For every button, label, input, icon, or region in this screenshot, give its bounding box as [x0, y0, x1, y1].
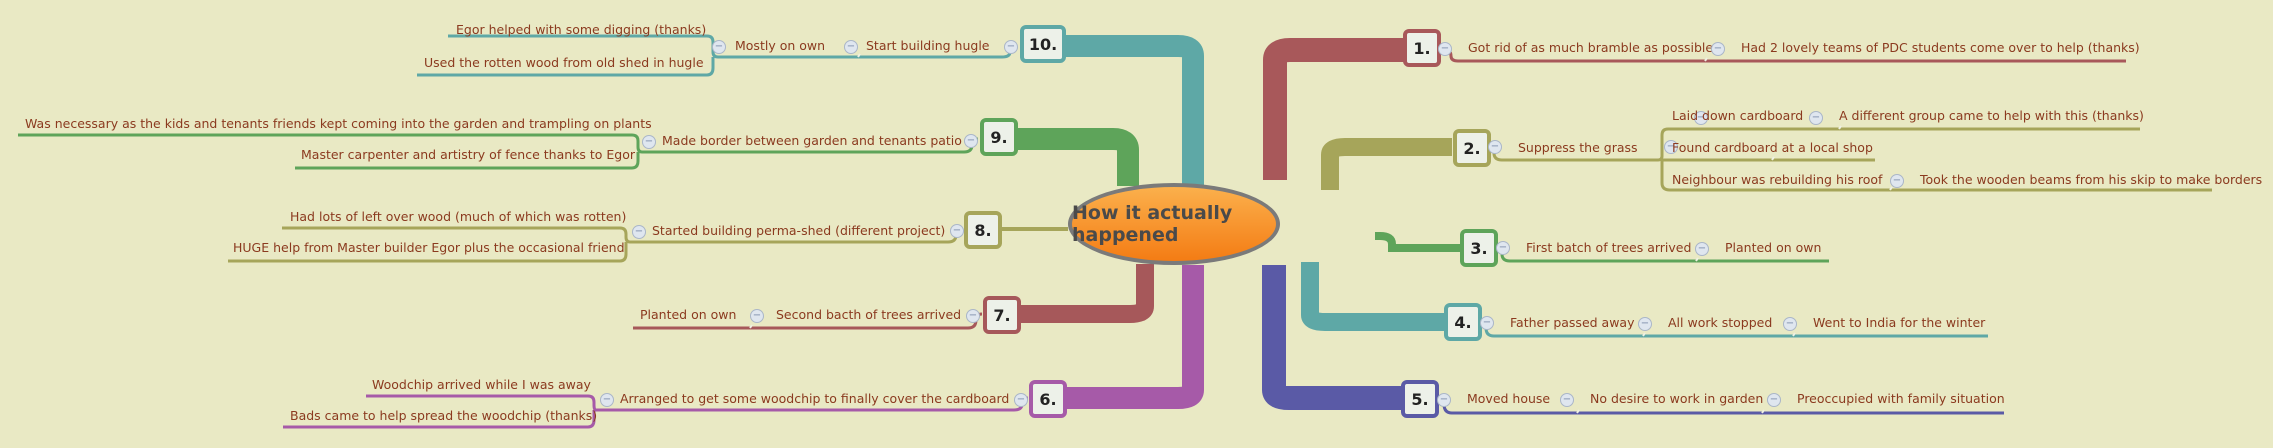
- trunk-2: [1321, 138, 1452, 190]
- branch-8-child-1[interactable]: Had lots of left over wood (much of whic…: [290, 209, 627, 224]
- branch-10-number[interactable]: 10.: [1020, 25, 1066, 63]
- trunk-1: [1263, 38, 1405, 180]
- minus-circle-icon[interactable]: −: [1783, 317, 1797, 331]
- branch-7-item-1[interactable]: Second bacth of trees arrived: [776, 307, 962, 322]
- bracket-b9: [18, 133, 643, 170]
- minus-circle-icon[interactable]: −: [1664, 140, 1678, 154]
- branch-2-child-3-sub[interactable]: Took the wooden beams from his skip to m…: [1920, 172, 2263, 187]
- trunk-4: [1301, 262, 1446, 331]
- minus-circle-icon[interactable]: −: [1004, 40, 1018, 54]
- branch-3-item-2[interactable]: Planted on own: [1725, 240, 1822, 255]
- minus-circle-icon[interactable]: −: [1480, 316, 1494, 330]
- branch-5-item-1[interactable]: Moved house: [1467, 391, 1551, 406]
- branch-5-number[interactable]: 5.: [1401, 380, 1439, 418]
- branch-10-item-2[interactable]: Mostly on own: [735, 38, 826, 53]
- branch-4-item-1[interactable]: Father passed away: [1510, 315, 1635, 330]
- minus-circle-icon[interactable]: −: [1638, 317, 1652, 331]
- branch-2-child-1[interactable]: Laid down cardboard: [1672, 108, 1804, 123]
- minus-circle-icon[interactable]: −: [712, 40, 726, 54]
- trunk-5: [1262, 265, 1402, 410]
- minus-circle-icon[interactable]: −: [632, 225, 646, 239]
- branch-4-item-3[interactable]: Went to India for the winter: [1813, 315, 1986, 330]
- branch-6-child-1[interactable]: Woodchip arrived while I was away: [372, 377, 591, 392]
- minus-circle-icon[interactable]: −: [1711, 42, 1725, 56]
- branch-2-number[interactable]: 2.: [1453, 129, 1491, 167]
- bracket-b8: [228, 226, 631, 263]
- branch-2-child-2[interactable]: Found cardboard at a local shop: [1672, 140, 1873, 155]
- minus-circle-icon[interactable]: −: [1695, 242, 1709, 256]
- branch-9-number[interactable]: 9.: [980, 118, 1018, 156]
- minus-circle-icon[interactable]: −: [966, 309, 980, 323]
- minus-circle-icon[interactable]: −: [750, 309, 764, 323]
- chain-markers: [749, 53, 1893, 414]
- branch-10-child-1[interactable]: Egor helped with some digging (thanks): [456, 22, 707, 37]
- branch-4-item-2[interactable]: All work stopped: [1668, 315, 1773, 330]
- branch-2-child-1-sub[interactable]: A different group came to help with this…: [1839, 108, 2144, 123]
- minus-circle-icon[interactable]: −: [1437, 393, 1451, 407]
- branch-1-item-1[interactable]: Got rid of as much bramble as possible: [1468, 40, 1714, 55]
- branch-3-item-1[interactable]: First batch of trees arrived: [1526, 240, 1692, 255]
- minus-circle-icon[interactable]: −: [1767, 393, 1781, 407]
- branch-6-child-2[interactable]: Bads came to help spread the woodchip (t…: [290, 408, 598, 423]
- branch-8-main[interactable]: Started building perma-shed (different p…: [652, 223, 946, 238]
- branch-5-item-3[interactable]: Preoccupied with family situation: [1797, 391, 2005, 406]
- trunk-10: [1053, 35, 1204, 185]
- minus-circle-icon[interactable]: −: [1438, 42, 1452, 56]
- minus-circle-icon[interactable]: −: [964, 134, 978, 148]
- trunk-9: [1015, 128, 1139, 186]
- minus-circle-icon[interactable]: −: [844, 40, 858, 54]
- branch-3-number[interactable]: 3.: [1460, 229, 1498, 267]
- central-topic[interactable]: How it actually happened: [1068, 183, 1280, 265]
- branch-4-number[interactable]: 4.: [1444, 303, 1482, 341]
- minus-circle-icon[interactable]: −: [600, 393, 614, 407]
- minus-circle-icon[interactable]: −: [1014, 393, 1028, 407]
- branch-2-main[interactable]: Suppress the grass: [1518, 140, 1638, 155]
- branch-1-item-2[interactable]: Had 2 lovely teams of PDC students come …: [1741, 40, 2140, 55]
- trunk-6: [1033, 265, 1204, 409]
- minus-circle-icon[interactable]: −: [950, 224, 964, 238]
- trunk-7: [1015, 264, 1154, 323]
- minus-circle-icon[interactable]: −: [1488, 140, 1502, 154]
- minus-circle-icon[interactable]: −: [1890, 174, 1904, 188]
- central-topic-title: How it actually happened: [1072, 202, 1233, 246]
- branch-8-child-2[interactable]: HUGE help from Master builder Egor plus …: [233, 240, 625, 255]
- branch-1-number[interactable]: 1.: [1403, 29, 1441, 67]
- branch-10-item-1[interactable]: Start building hugle: [866, 38, 990, 53]
- branch-8-number[interactable]: 8.: [964, 211, 1002, 249]
- bracket-b2: [1650, 127, 2212, 192]
- branch-9-child-1[interactable]: Was necessary as the kids and tenants fr…: [25, 116, 652, 131]
- branch-10-child-2[interactable]: Used the rotten wood from old shed in hu…: [424, 55, 704, 70]
- branch-7-item-2[interactable]: Planted on own: [640, 307, 737, 322]
- branch-6-main[interactable]: Arranged to get some woodchip to finally…: [620, 391, 1010, 406]
- minus-circle-icon[interactable]: −: [1809, 111, 1823, 125]
- minus-circle-icon[interactable]: −: [642, 135, 656, 149]
- branch-5-item-2[interactable]: No desire to work in garden: [1590, 391, 1764, 406]
- branch-6-number[interactable]: 6.: [1029, 380, 1067, 418]
- branch-7-number[interactable]: 7.: [983, 296, 1021, 334]
- branch-9-main[interactable]: Made border between garden and tenants p…: [662, 133, 962, 148]
- bracket-b6: [283, 394, 600, 429]
- branch-9-child-2[interactable]: Master carpenter and artistry of fence t…: [301, 147, 636, 162]
- minus-circle-icon[interactable]: −: [1560, 393, 1574, 407]
- branch-2-child-3[interactable]: Neighbour was rebuilding his roof: [1672, 172, 1883, 187]
- trunk-3: [1375, 232, 1462, 252]
- minus-circle-icon[interactable]: −: [1694, 111, 1708, 125]
- minus-circle-icon[interactable]: −: [1496, 241, 1510, 255]
